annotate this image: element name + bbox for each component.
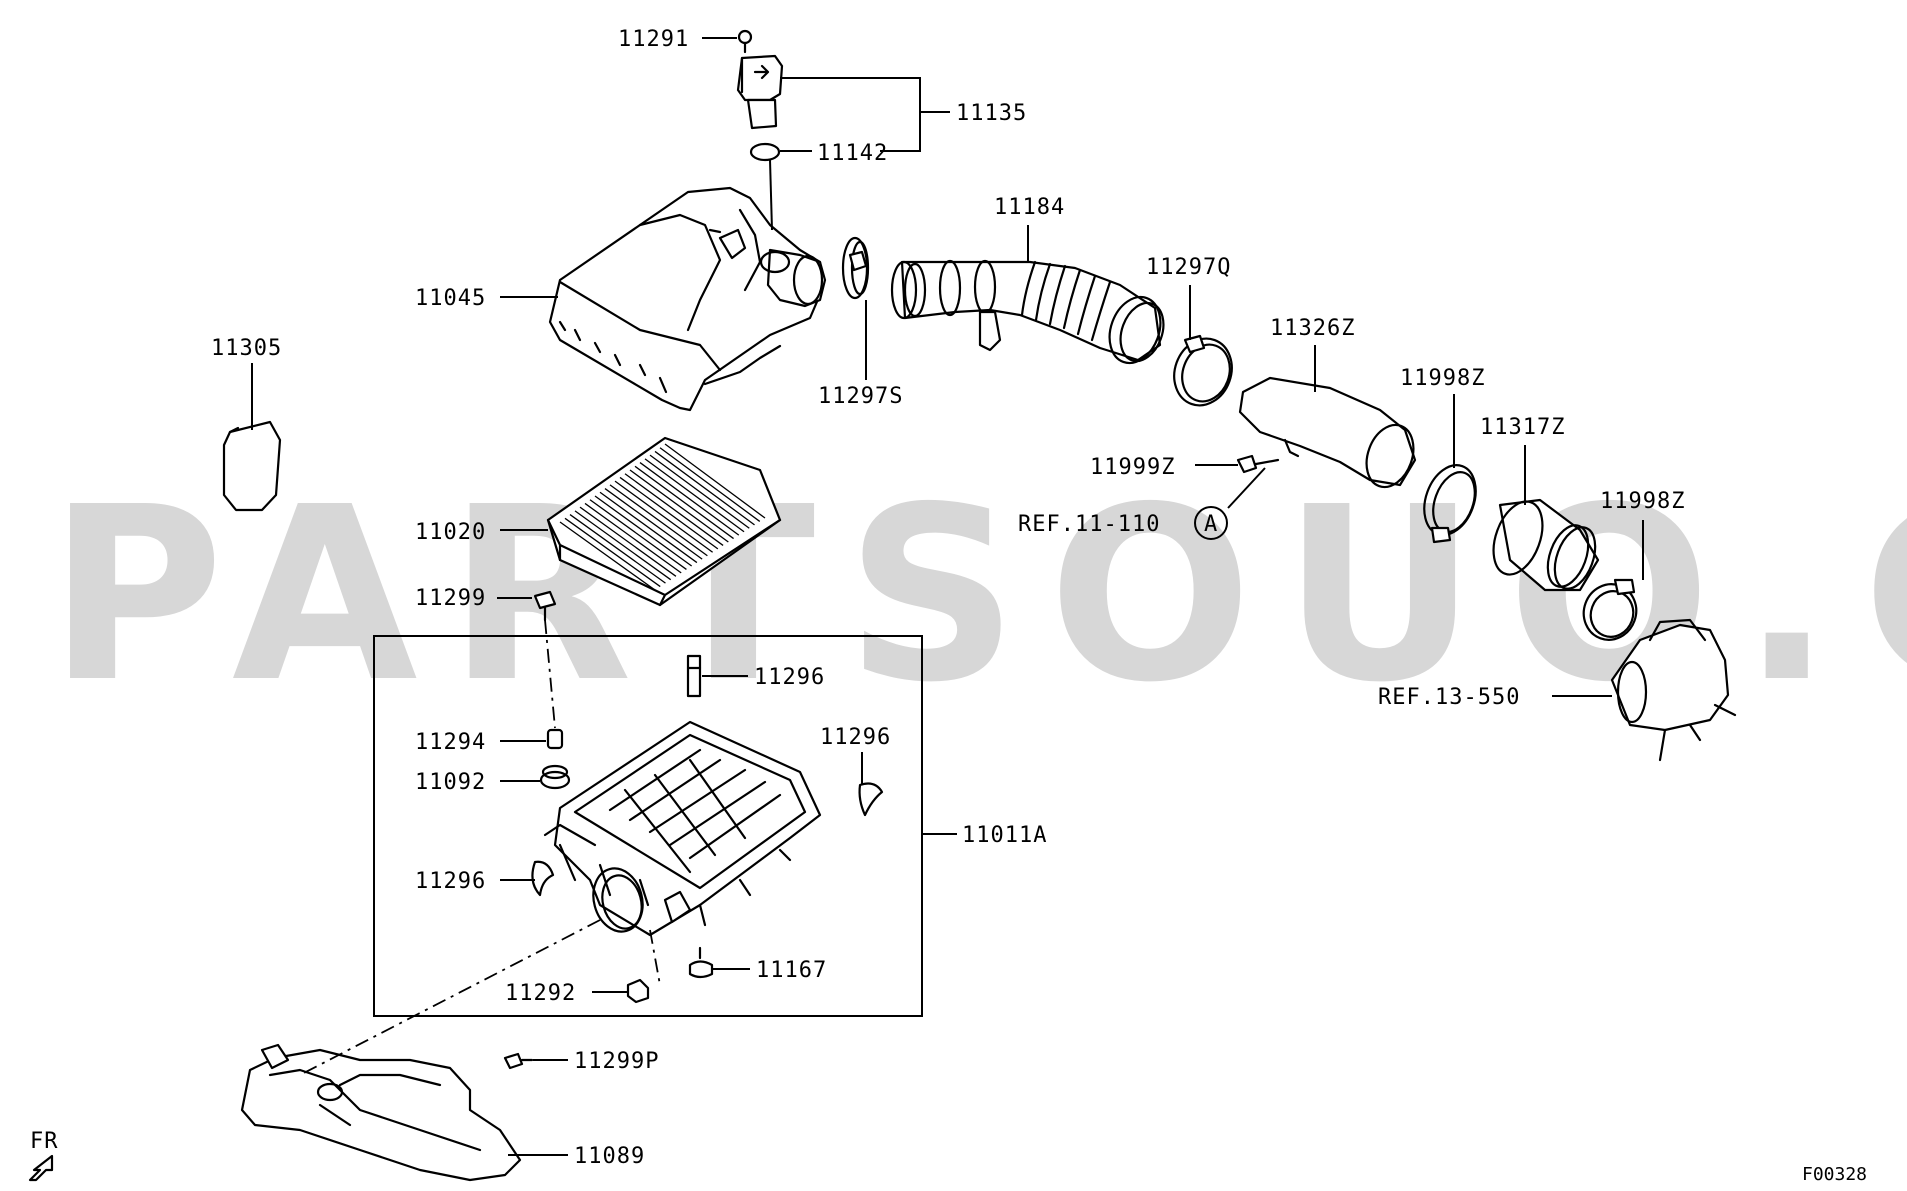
front-direction-marker: FR (28, 1129, 59, 1182)
watermark: PARTSOUQ.COM (48, 455, 1907, 735)
diagram-code: F00328 (1802, 1164, 1867, 1185)
label-11296-right[interactable]: 11296 (820, 725, 891, 750)
filter-pleat-line (609, 484, 708, 557)
part-11326z-duct[interactable] (1238, 376, 1422, 494)
part-11299-bolt[interactable] (533, 590, 557, 622)
part-11296-hose-left[interactable] (531, 860, 555, 897)
label-ref-11-110[interactable]: REF.11-110 (1018, 512, 1160, 537)
part-11135-airflow-sensor[interactable] (736, 54, 784, 130)
label-11167[interactable]: 11167 (756, 958, 827, 983)
part-11045-air-cleaner-cover[interactable] (548, 186, 827, 412)
part-11297s-clamp[interactable] (841, 236, 870, 300)
filter-pleat-line (564, 517, 661, 588)
part-11011a-air-cleaner-case[interactable] (543, 720, 822, 937)
label-11317z[interactable]: 11317Z (1480, 415, 1565, 440)
filter-pleat-line (594, 495, 693, 567)
label-11142[interactable]: 11142 (817, 141, 888, 166)
label-11291[interactable]: 11291 (618, 27, 689, 52)
label-11998z-lower[interactable]: 11998Z (1600, 489, 1685, 514)
front-marker-text: FR (30, 1129, 59, 1154)
part-11296-nipple-top[interactable] (686, 654, 702, 698)
label-11297s[interactable]: 11297S (818, 384, 903, 409)
filter-pleat-line (629, 469, 729, 543)
label-11299p[interactable]: 11299P (574, 1049, 659, 1074)
label-11045[interactable]: 11045 (415, 286, 486, 311)
part-11292-nut[interactable] (626, 978, 650, 1004)
part-11092-grommet[interactable] (539, 764, 571, 790)
label-11020[interactable]: 11020 (415, 520, 486, 545)
filter-pleat-line (579, 506, 677, 577)
filter-pleat-line (619, 476, 719, 550)
part-11184-intake-hose[interactable] (890, 259, 1171, 370)
throttle-body-ref[interactable] (1610, 618, 1737, 762)
label-11297q[interactable]: 11297Q (1146, 255, 1231, 280)
label-11326z[interactable]: 11326Z (1270, 316, 1355, 341)
part-11020-filter-element[interactable] (546, 436, 782, 607)
part-11305-cover[interactable] (222, 420, 282, 512)
filter-pleat-line (659, 447, 761, 522)
filter-pleat-line (649, 454, 750, 529)
part-11291-screw[interactable] (737, 29, 753, 54)
part-11167-drain[interactable] (688, 946, 714, 979)
part-11999z-bolt[interactable] (1236, 454, 1280, 474)
label-11092[interactable]: 11092 (415, 770, 486, 795)
filter-pleat-line (574, 510, 672, 581)
part-11089-intake-duct[interactable] (240, 1043, 522, 1182)
filter-pleat-line (654, 450, 755, 526)
filter-pleat-line (589, 499, 687, 570)
part-11296-hose-right[interactable] (858, 782, 884, 817)
label-11299[interactable]: 11299 (415, 586, 486, 611)
filter-pleat-line (559, 521, 656, 591)
part-11297q-clamp[interactable] (1165, 330, 1241, 413)
filter-pleat-line (599, 491, 698, 564)
filter-pleat-line (604, 488, 703, 560)
filter-pleat-line (614, 480, 714, 553)
label-11296-top[interactable]: 11296 (754, 665, 825, 690)
filter-pleats (559, 443, 766, 591)
filter-pleat-line (644, 458, 745, 533)
label-11292[interactable]: 11292 (505, 981, 576, 1006)
front-arrow-icon (28, 1154, 54, 1182)
filter-pleat-line (664, 443, 766, 519)
filter-pleat-line (634, 465, 734, 540)
label-ref-13-550[interactable]: REF.13-550 (1378, 685, 1520, 710)
filter-pleat-line (639, 462, 740, 536)
part-11142-o-ring[interactable] (749, 142, 781, 162)
label-11184[interactable]: 11184 (994, 195, 1065, 220)
part-11998z-clamp-lower[interactable] (1576, 577, 1644, 647)
label-11296-left[interactable]: 11296 (415, 869, 486, 894)
leader-lines (251, 37, 1644, 1156)
ref-marker-text: A (1204, 512, 1218, 537)
label-11294[interactable]: 11294 (415, 730, 486, 755)
part-11998z-clamp-upper[interactable] (1415, 458, 1485, 544)
part-labels: 11291 11135 11142 11184 11297Q 11045 113… (211, 27, 1685, 1169)
label-11135[interactable]: 11135 (956, 101, 1027, 126)
part-11317z-hose[interactable] (1484, 495, 1603, 594)
filter-pleat-line (624, 473, 724, 546)
label-11305[interactable]: 11305 (211, 336, 282, 361)
filter-pleat-line (569, 514, 666, 584)
label-11998z-upper[interactable]: 11998Z (1400, 366, 1485, 391)
label-11999z[interactable]: 11999Z (1090, 455, 1175, 480)
filter-pleat-line (584, 502, 682, 574)
label-11089[interactable]: 11089 (574, 1144, 645, 1169)
part-11294-collar[interactable] (546, 728, 564, 750)
label-11011a[interactable]: 11011A (962, 823, 1047, 848)
part-11299p-clip[interactable] (503, 1052, 534, 1070)
ref-marker-circle: A (1194, 506, 1228, 540)
